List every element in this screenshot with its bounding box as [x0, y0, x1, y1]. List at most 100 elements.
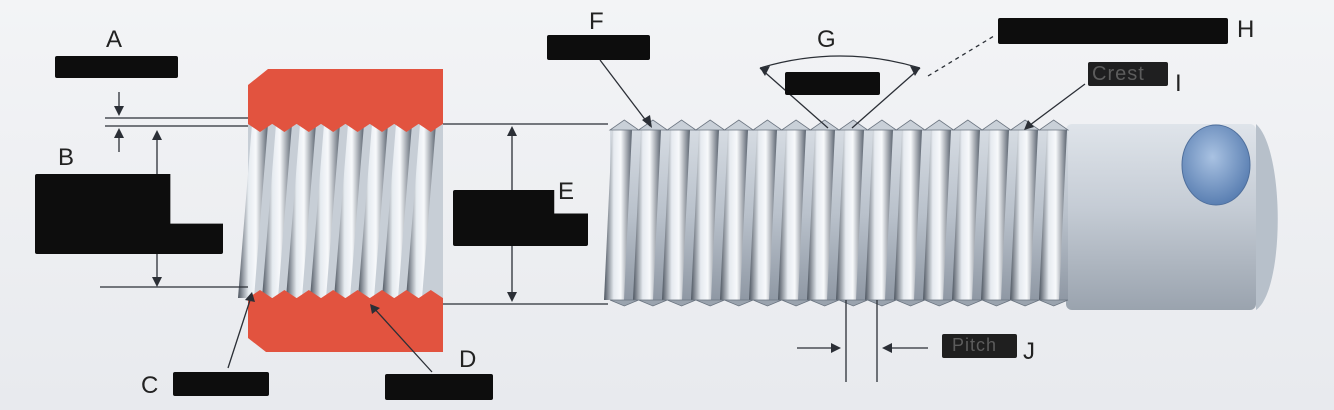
bolt-tooth [810, 299, 840, 307]
redaction-j [942, 334, 1017, 358]
nut-thread-stripe [262, 124, 292, 298]
nut-thread-stripe [334, 124, 364, 298]
label-c: C [141, 372, 159, 399]
nut-tooth [345, 290, 370, 298]
label-j: J [1023, 338, 1035, 365]
bolt-tooth [723, 119, 755, 131]
nut-thread-stripes [238, 124, 436, 298]
bolt-thread-stripe [1039, 130, 1067, 300]
bolt-tooth [724, 299, 754, 307]
bolt-tooth [838, 299, 868, 307]
bolt-tooth [923, 119, 955, 131]
nut-tooth [370, 124, 394, 132]
nut-tooth [418, 124, 443, 132]
bolt-tooth [1039, 299, 1069, 307]
nut-teeth-bottom [248, 290, 443, 298]
bolt-tooth [781, 299, 811, 307]
bolt-tooth [952, 119, 984, 131]
bolt-tooth [608, 119, 640, 131]
bolt-teeth-top [608, 119, 1070, 131]
rod-end-face [1181, 124, 1251, 206]
bolt-tooth [1010, 299, 1040, 307]
bolt-tooth [894, 119, 927, 131]
bolt-thread-stripe [865, 130, 893, 300]
bolt [604, 119, 1278, 310]
nut-tooth [345, 124, 370, 132]
bolt-thread-stripe [662, 130, 690, 300]
nut-tooth [248, 124, 272, 132]
bolt-tooth [695, 299, 725, 307]
redaction-a [55, 56, 178, 78]
label-b: B [58, 144, 75, 171]
bolt-thread-stripe [952, 130, 980, 300]
bolt-thread-stripe [807, 130, 835, 300]
label-g: G [817, 26, 836, 53]
bolt-thread-stripe [749, 130, 777, 300]
nut-tooth [248, 290, 272, 298]
bolt-thread-stripe [720, 130, 748, 300]
bolt-tooth [1038, 119, 1070, 131]
bolt-thread-stripe [923, 130, 951, 300]
nut-thread-stripe [310, 124, 340, 298]
label-h: H [1237, 16, 1255, 43]
dimension-lines [100, 35, 1086, 382]
bolt-tooth [751, 119, 784, 131]
label-a: A [106, 26, 123, 53]
bolt-tooth [638, 299, 668, 307]
bolt-thread-stripe [604, 130, 632, 300]
bolt-thread-stripe [836, 130, 864, 300]
pitch-ghost-text: Pitch [952, 335, 998, 355]
bolt-tooth [752, 299, 782, 307]
nut-tooth [321, 290, 346, 298]
bolt-tooth [665, 119, 698, 131]
nut-thread-stripe [286, 124, 316, 298]
nut-tooth [370, 290, 394, 298]
bolt-tooth [837, 119, 869, 131]
nut-tooth [394, 124, 419, 132]
redaction-f [547, 35, 650, 60]
nut-thread-stripe [238, 124, 268, 298]
nut-tooth [394, 290, 419, 298]
nut-teeth-top [248, 124, 443, 132]
bolt-tooth [866, 119, 898, 131]
nut-tooth [272, 290, 297, 298]
bolt-thread-stripe [778, 130, 806, 300]
bolt-tooth [694, 119, 726, 131]
nut-tooth [321, 124, 346, 132]
bolt-thread-stripe [981, 130, 1009, 300]
bolt-thread-stripe [894, 130, 922, 300]
nut-tooth [272, 124, 297, 132]
bolt-thread-stripe [691, 130, 719, 300]
bolt-tooth [637, 119, 669, 131]
bolt-thread-stripes [604, 130, 1067, 300]
bolt-thread-stripe [633, 130, 661, 300]
bolt-tooth [924, 299, 954, 307]
arrow-heads [114, 66, 1034, 353]
nut-top-half [248, 69, 443, 124]
label-d: D [459, 346, 477, 373]
bolt-thread-stripe [1010, 130, 1038, 300]
bolt-tooth [667, 299, 697, 307]
bolt-tooth [780, 119, 812, 131]
label-e: E [558, 178, 575, 205]
bolt-tooth [867, 299, 897, 307]
redaction-c [173, 372, 269, 396]
bolt-tooth [896, 299, 926, 307]
redaction-i [1088, 62, 1168, 86]
redaction-d [385, 374, 493, 400]
nut-bottom-half [248, 298, 443, 352]
nut-thread-stripe [382, 124, 412, 298]
nut-thread-stripe [358, 124, 388, 298]
redaction-h [998, 18, 1228, 44]
bolt-shank-end [1256, 124, 1278, 310]
nut-tooth [418, 290, 443, 298]
bolt-tooth [981, 299, 1011, 307]
crest-ghost-text: Crest [1092, 63, 1145, 85]
nut-section [238, 69, 443, 352]
bolt-tooth [980, 119, 1013, 131]
bolt-teeth-bottom [609, 299, 1069, 307]
bolt-tooth [953, 299, 983, 307]
nut-tooth [296, 124, 321, 132]
